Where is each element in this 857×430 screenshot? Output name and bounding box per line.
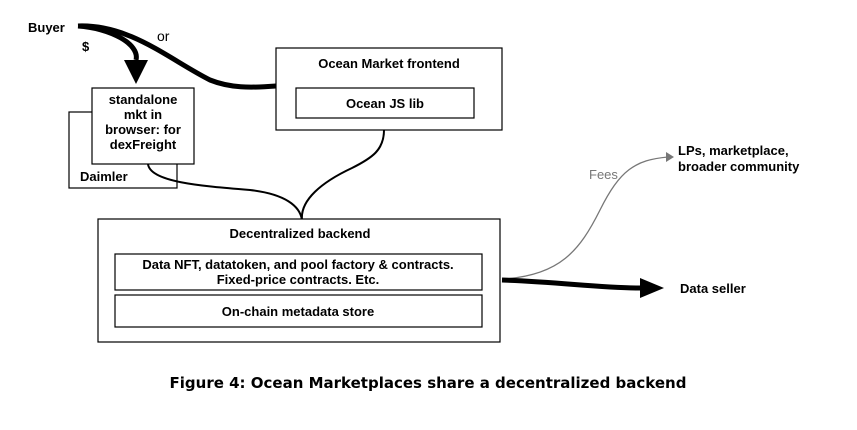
daimler-label: Daimler [80, 169, 128, 184]
buyer-to-market-arrow-line [77, 23, 277, 90]
standalone-line4: dexFreight [110, 137, 177, 152]
standalone-line1: standalone [109, 92, 178, 107]
backend-title: Decentralized backend [230, 226, 371, 241]
standalone-to-backend-line [147, 163, 303, 221]
ocean-market-title: Ocean Market frontend [318, 56, 460, 71]
lps-line2: broader community [678, 159, 800, 174]
dollar-label: $ [82, 39, 90, 54]
or-label: or [157, 28, 170, 44]
fees-curve [501, 156, 669, 280]
fees-label: Fees [589, 167, 618, 182]
contracts-line1: Data NFT, datatoken, and pool factory & … [142, 257, 453, 272]
metadata-store-label: On-chain metadata store [222, 304, 374, 319]
lps-line1: LPs, marketplace, [678, 143, 789, 158]
ocean-js-lib-label: Ocean JS lib [346, 96, 424, 111]
buyer-label: Buyer [28, 20, 65, 35]
buyer-to-standalone-arrowhead [124, 60, 148, 84]
standalone-line3: browser: for [105, 122, 181, 137]
market-to-backend-line [300, 129, 385, 221]
standalone-market-box [91, 87, 195, 165]
contracts-line2: Fixed-price contracts. Etc. [217, 272, 380, 287]
seller-arrow-line [501, 277, 641, 291]
seller-arrowhead [640, 278, 664, 298]
fees-arrowhead [666, 152, 674, 162]
figure-caption: Figure 4: Ocean Marketplaces share a dec… [170, 374, 687, 392]
ocean-js-lib-box [295, 87, 475, 119]
metadata-store-box [114, 294, 483, 328]
contracts-box [114, 253, 483, 291]
standalone-line2: mkt in [124, 107, 162, 122]
buyer-to-standalone-arrow-line [77, 23, 139, 61]
data-seller-label: Data seller [680, 281, 746, 296]
